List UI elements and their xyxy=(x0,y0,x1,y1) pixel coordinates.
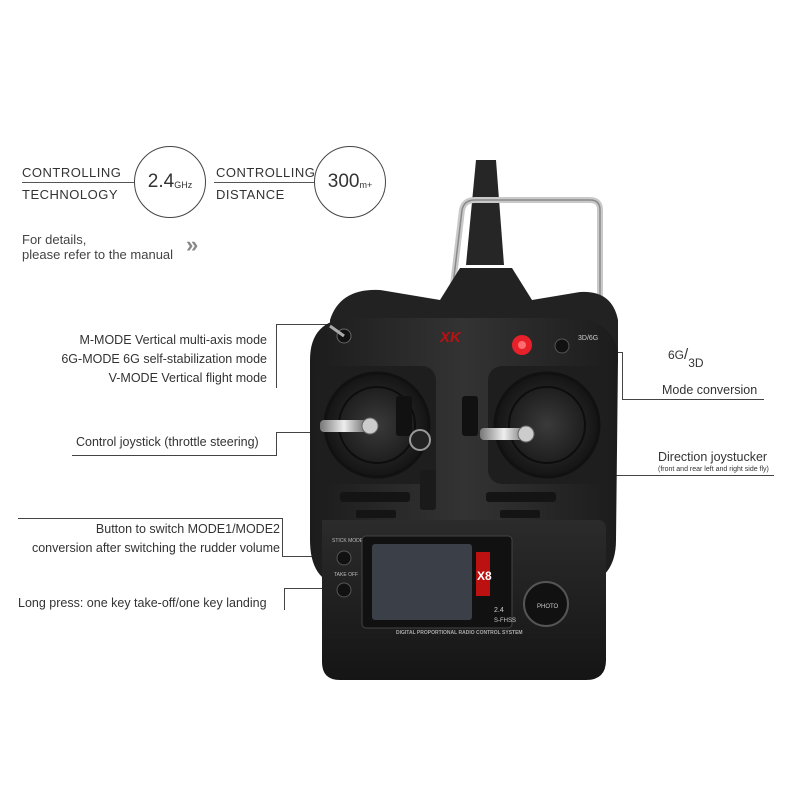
tech-label: CONTROLLING TECHNOLOGY xyxy=(22,164,121,204)
photo-dial[interactable] xyxy=(523,581,569,627)
center-trim[interactable] xyxy=(420,470,436,510)
tech-unit: GHz xyxy=(174,179,193,190)
conv-3d: 3D xyxy=(688,356,704,370)
joystick-left-callout: Control joystick (throttle steering) xyxy=(76,435,259,449)
mode-callout: M-MODE Vertical multi-axis mode 6G-MODE … xyxy=(61,331,267,388)
center-knob[interactable] xyxy=(409,429,431,451)
dist-label-line1: CONTROLLING xyxy=(216,165,316,180)
conv-6g3d: 6G/3D xyxy=(668,346,704,370)
dist-label: CONTROLLING DISTANCE xyxy=(216,164,315,204)
fhss-label: S-FHSS xyxy=(494,618,516,624)
manual-note-line1: For details, xyxy=(22,232,87,247)
joystick-left-underline xyxy=(72,455,276,456)
conv-6g: 6G xyxy=(668,348,685,362)
brand-logo: XK xyxy=(439,329,462,346)
antenna xyxy=(466,160,504,265)
tech-rule xyxy=(22,182,140,183)
mode-line-v: V-MODE Vertical flight mode xyxy=(108,371,267,385)
mode-switch-callout: Button to switch MODE1/MODE2 conversion … xyxy=(32,520,280,558)
left-joystick[interactable] xyxy=(320,420,368,432)
dist-value: 300 xyxy=(327,171,360,192)
mode-line-6g: 6G-MODE 6G self-stabilization mode xyxy=(61,352,267,366)
trim-left-vertical[interactable] xyxy=(396,396,412,436)
long-press-callout: Long press: one key take-off/one key lan… xyxy=(18,596,267,610)
conv-slash: / xyxy=(684,346,689,363)
mode-switch-leader-v xyxy=(282,518,283,556)
stick-mode-button[interactable] xyxy=(336,550,352,566)
dist-rule xyxy=(214,182,318,183)
transmitter-illustration: XK 3D/6G STICK MODE TAKE OFF X8 2.4 S-FH… xyxy=(310,160,618,680)
trim-left-horizontal[interactable] xyxy=(340,492,410,502)
mode-switch-line2: conversion after switching the rudder vo… xyxy=(31,541,280,555)
mode-leader-horizontal xyxy=(276,324,332,325)
long-press-leader-h xyxy=(284,588,338,589)
mode-switch-line1: Button to switch MODE1/MODE2 xyxy=(95,522,280,536)
stick-mode-label: STICK MODE xyxy=(332,538,364,544)
mode-switch-topline xyxy=(18,518,282,519)
conv-label: Mode conversion xyxy=(662,383,758,397)
joystick-right-callout: Direction joystucker xyxy=(658,450,768,464)
take-off-button[interactable] xyxy=(336,582,352,598)
mode-leader-vertical xyxy=(276,324,277,388)
manual-note: For details, please refer to the manual xyxy=(22,232,173,262)
band-label: 2.4 xyxy=(494,607,504,614)
switch-label: 3D/6G xyxy=(578,335,598,342)
lcd-screen xyxy=(372,544,472,620)
joystick-right-sub: (front and rear left and right side fly) xyxy=(658,466,769,473)
system-label: DIGITAL PROPORTIONAL RADIO CONTROL SYSTE… xyxy=(396,630,523,636)
trim-right-vertical[interactable] xyxy=(462,396,478,436)
take-off-label: TAKE OFF xyxy=(334,572,358,578)
conv-underline xyxy=(622,399,764,400)
right-joystick[interactable] xyxy=(480,428,528,440)
trim-right-horizontal[interactable] xyxy=(486,492,556,502)
screen-brand-block xyxy=(476,552,490,596)
tech-label-line1: CONTROLLING xyxy=(22,165,122,180)
mode-switch-3d6g[interactable] xyxy=(554,338,570,354)
mode-line-m: M-MODE Vertical multi-axis mode xyxy=(79,333,267,347)
right-gimbal xyxy=(493,371,601,479)
screen-brand: X8 xyxy=(477,569,492,583)
mode-switch-leader-h xyxy=(282,556,336,557)
photo-label: PHOTO xyxy=(537,604,559,610)
tech-value: 2.4 xyxy=(147,171,175,192)
conv-leader-v xyxy=(622,352,623,400)
joystick-left-leader-v xyxy=(276,432,277,456)
dist-label-line2: DISTANCE xyxy=(216,187,285,202)
manual-note-line2: please refer to the manual xyxy=(22,247,174,262)
joystick-right-underline xyxy=(614,475,774,476)
double-chevron-icon[interactable]: » xyxy=(186,232,198,257)
long-press-leader-v xyxy=(284,588,285,610)
tech-label-line2: TECHNOLOGY xyxy=(22,187,119,202)
dist-unit: m+ xyxy=(359,179,373,190)
joystick-left-leader-h xyxy=(276,432,316,433)
